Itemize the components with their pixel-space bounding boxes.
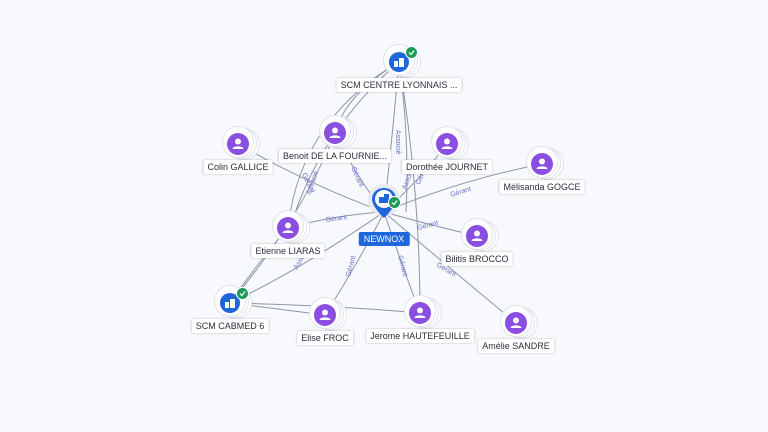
person-icon	[324, 122, 346, 144]
edge-scm-centre-jerome	[398, 61, 421, 314]
company-label: SCM CABMED 6	[191, 319, 269, 333]
company-label: SCM CENTRE LYONNAIS ...	[336, 78, 462, 92]
center-node-label: NEWNOX	[358, 232, 410, 246]
person-icon	[505, 312, 527, 334]
verified-check-icon	[388, 196, 401, 209]
person-label: Etienne LIARAS	[251, 244, 325, 258]
person-icon	[531, 153, 553, 175]
verified-check-icon	[236, 287, 249, 300]
person-label: Elise FROC	[297, 331, 353, 345]
person-label: Colin GALLICE	[203, 160, 273, 174]
edge-label-gerant: Gérant	[345, 255, 357, 278]
edge-label-gerant: Gérant	[325, 214, 347, 224]
person-icon	[277, 217, 299, 239]
edge-label-gerant: Gérant	[396, 255, 408, 278]
person-label: Amélie SANDRE	[478, 339, 554, 353]
person-icon	[436, 133, 458, 155]
edge-label-gerant: Gérant	[349, 166, 364, 188]
person-icon	[466, 225, 488, 247]
edge-label-associe: Associé	[394, 130, 401, 155]
person-label: Bilitis BROCCO	[441, 252, 513, 266]
person-label: Dorothée JOURNET	[401, 160, 493, 174]
person-label: Mélisanda GOGCE	[499, 180, 585, 194]
building-icon	[389, 52, 409, 72]
person-icon	[227, 133, 249, 155]
building-icon	[220, 293, 240, 313]
person-icon	[314, 304, 336, 326]
verified-check-icon	[405, 46, 418, 59]
person-icon	[409, 302, 431, 324]
person-label: Benoit DE LA FOURNIE...	[278, 149, 392, 163]
edge-melisanda-newnox	[383, 163, 543, 213]
edge-label-gerant: Gérant	[449, 186, 472, 199]
person-label: Jerome HAUTEFEUILLE	[366, 329, 474, 343]
map-pin-icon	[368, 184, 400, 218]
